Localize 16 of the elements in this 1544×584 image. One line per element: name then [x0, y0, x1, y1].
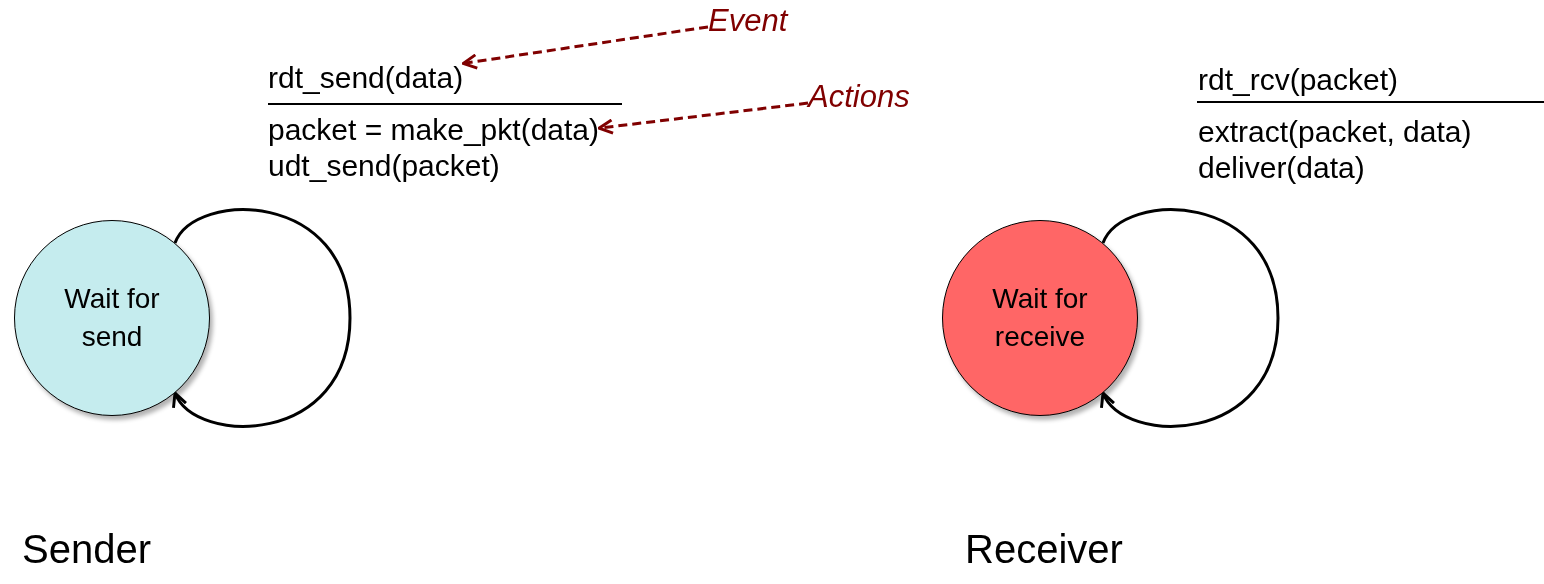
state-name: Wait for receive: [991, 282, 1089, 354]
event-text: rdt_send(data): [268, 60, 464, 96]
action-text: deliver(data): [1198, 150, 1365, 186]
receiver-title: Receiver: [965, 526, 1123, 573]
transition-arrow: [173, 208, 352, 428]
annotation-text: Actions: [808, 80, 910, 114]
state-name: Wait for send: [63, 282, 161, 354]
event-text: rdt_rcv(packet): [1198, 62, 1399, 98]
action-text: extract(packet, data): [1198, 114, 1472, 150]
action-text: packet = make_pkt(data): [268, 112, 599, 148]
annotation-text: Event: [708, 4, 788, 38]
dashed-arrow: [597, 101, 809, 135]
action-text: udt_send(packet): [268, 148, 500, 184]
transition-arrow: [1101, 208, 1280, 428]
sender-title: Sender: [22, 526, 151, 573]
dashed-arrow: [461, 25, 709, 70]
